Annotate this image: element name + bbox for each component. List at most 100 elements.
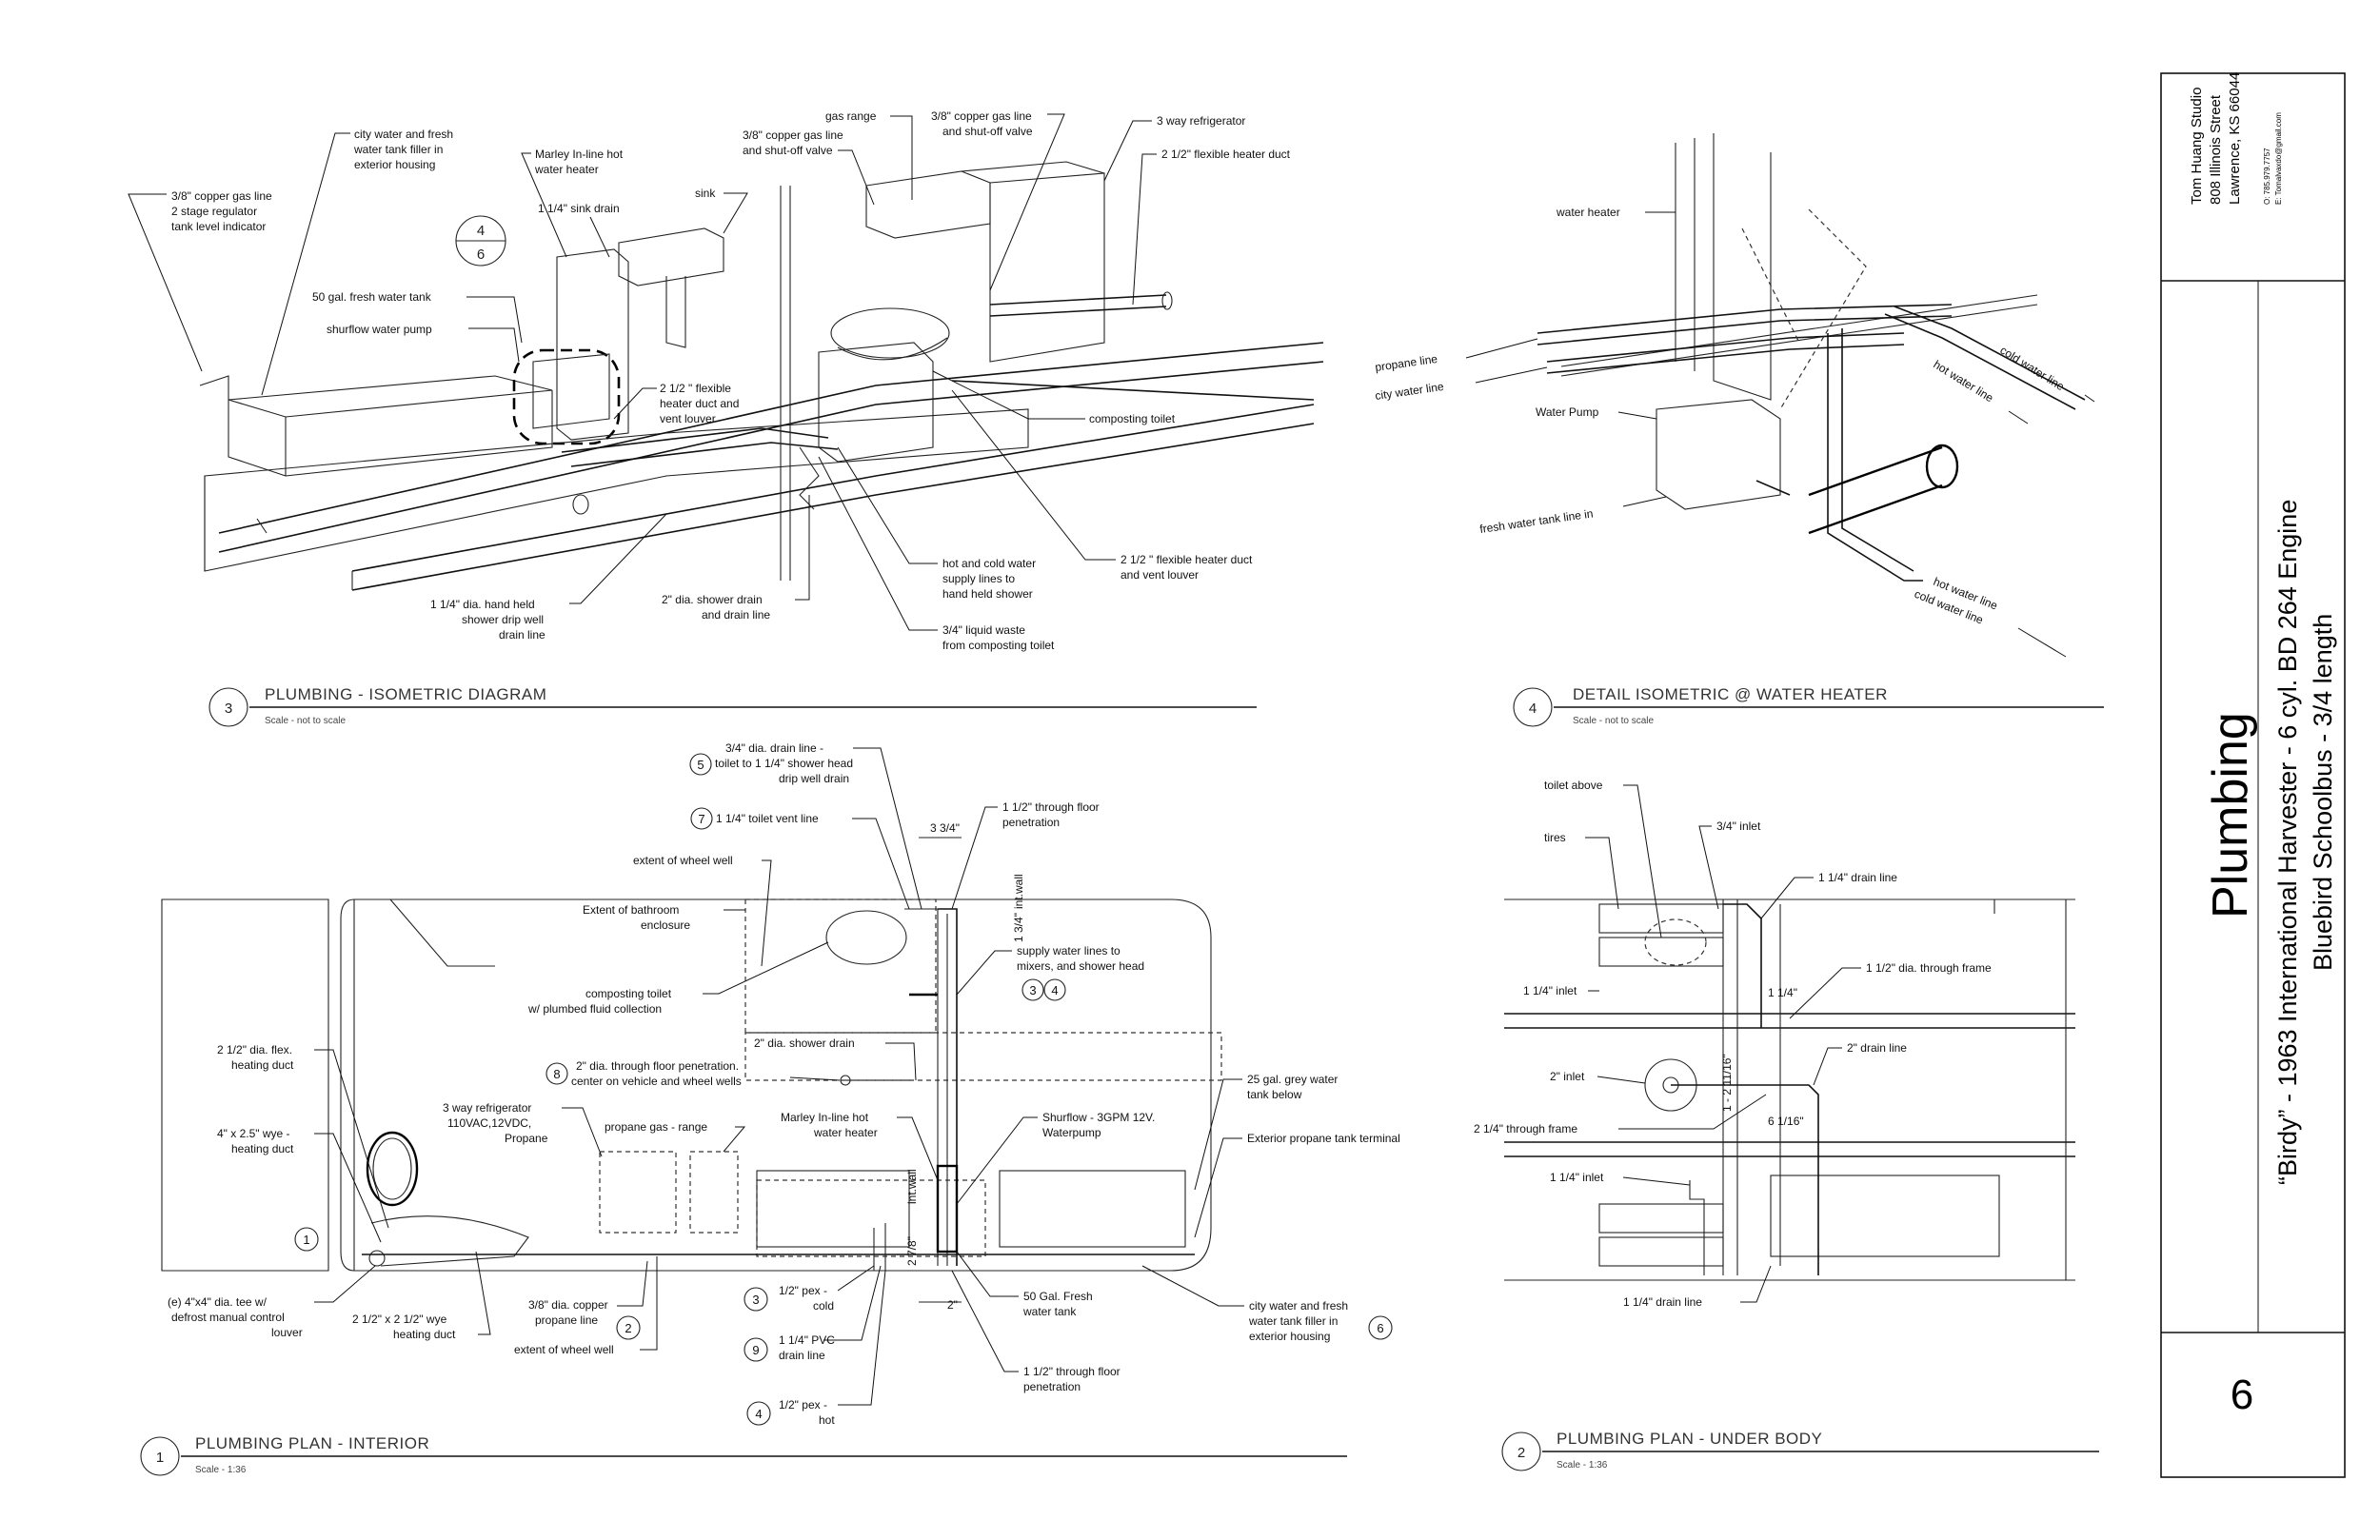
label-line: 2 1/2" x 2 1/2" wye — [352, 1313, 447, 1326]
view-title-3: 3 PLUMBING - ISOMETRIC DIAGRAM Scale - n… — [208, 685, 1257, 727]
leader — [128, 193, 203, 372]
dim-6116: 6 1/16" — [1768, 1115, 1804, 1128]
label-wye: 4" x 2.5" wye - heating duct — [217, 1127, 382, 1243]
chassis-rail-upper — [218, 342, 1324, 534]
label-ext-propane: Exterior propane tank terminal — [1247, 1132, 1400, 1145]
callout-text: 6 — [1377, 1321, 1383, 1335]
label-line: 1 1/2" through floor — [1002, 800, 1100, 814]
fresh-tank-side — [228, 400, 287, 477]
label-line: vent louver — [660, 412, 716, 425]
leader — [2008, 410, 2029, 424]
duct-end — [1161, 291, 1173, 310]
label-marley: Marley In-line hot water heater — [781, 1111, 939, 1181]
label-line: city water and fresh — [354, 128, 453, 141]
leader — [1585, 837, 1619, 910]
tee-fitting — [368, 1250, 386, 1267]
label-line: 3/8" copper gas line — [171, 189, 272, 203]
label-sink-drain: 1 1/4" sink drain — [538, 202, 620, 215]
label-inlet-34: 3/4" inlet — [1716, 819, 1761, 833]
label-line: louver — [271, 1326, 303, 1339]
tank-underbody — [1770, 1175, 2000, 1257]
callout-text: 4 — [755, 1407, 762, 1421]
callout-7 — [690, 807, 713, 830]
label-line: toilet to 1 1/4" shower head — [715, 757, 853, 770]
propane-pipe — [1537, 304, 1953, 334]
dim-1-34: 1 3/4" — [1012, 913, 1025, 942]
pipe-end — [572, 494, 589, 515]
label-line: 2 1/2" dia. flex. — [217, 1043, 292, 1056]
callout-bottom: 6 — [477, 247, 485, 263]
label-line: water heater — [534, 163, 599, 176]
label-flex-heat: 2 1/2" dia. flex. heating duct — [217, 1043, 389, 1229]
leader — [890, 115, 913, 200]
label-line: 1 1/2" through floor — [1023, 1365, 1121, 1378]
leader — [1618, 1094, 1767, 1130]
dim-334: 3 3/4" — [930, 821, 960, 835]
label-line: hot and cold water — [942, 557, 1036, 570]
label-wye-2: 2 1/2" x 2 1/2" wye heating duct — [352, 1251, 491, 1341]
wheel-well-bottom — [756, 1179, 986, 1257]
label-copper-valve-right: 3/8" copper gas line and shut-off valve — [931, 109, 1065, 291]
leader — [475, 1251, 491, 1335]
label-drain-2: 2" drain line — [1847, 1041, 1907, 1055]
leader — [951, 1270, 1019, 1372]
label-pex-cold: 1/2" pex - cold — [779, 1265, 875, 1313]
label-flex-duct-2: 2 1/2 " flexible heater duct and vent lo… — [951, 389, 1253, 582]
callout-6 — [1368, 1315, 1393, 1340]
label-propane: propane line — [1374, 352, 1438, 374]
label-line: penetration — [1023, 1380, 1081, 1393]
leader — [932, 370, 1085, 420]
label-line: drain line — [499, 628, 545, 642]
label-hand-held: 1 1/4" dia. hand held shower drip well d… — [430, 513, 667, 642]
fridge-box — [989, 172, 1105, 363]
label-line: Shurflow - 3GPM 12V. — [1042, 1111, 1155, 1124]
label-line: enclosure — [641, 918, 690, 932]
leader — [261, 132, 350, 396]
plumbing-wall — [938, 908, 958, 1266]
pump-plan — [936, 1164, 959, 1254]
callout-text: 5 — [697, 758, 704, 772]
cone-hidden — [1741, 227, 1800, 344]
drop-pipe-2 — [1841, 328, 1914, 572]
label-tee: (e) 4"x4" dia. tee w/ defrost manual con… — [168, 1265, 376, 1339]
leader — [1475, 366, 1548, 384]
label-line: 3/8" copper gas line — [931, 109, 1032, 123]
label-inlet-114: 1 1/4" inlet — [1523, 984, 1577, 997]
label-line: w/ plumbed fluid collection — [527, 1002, 662, 1016]
label-vent: 1 1/4" toilet vent line — [716, 812, 819, 825]
label-line: 3/4" liquid waste — [942, 623, 1025, 637]
chassis-rail-lower-2 — [351, 423, 1315, 591]
fresh-tank-top — [228, 375, 553, 418]
callout-text: 1 — [303, 1233, 309, 1247]
chassis-rail-upper-2 — [218, 361, 1324, 553]
label-hot-1: hot water line — [1931, 358, 1995, 405]
label-city: city water and fresh water tank filler i… — [1141, 1265, 1348, 1343]
leader — [1194, 1137, 1242, 1238]
body-front-curve — [340, 898, 355, 1272]
view-scale: Scale - not to scale — [265, 716, 346, 726]
label-line: 1 1/4" PVC — [779, 1333, 835, 1347]
view-number-bubble — [1513, 687, 1553, 727]
label-int-wall: int.wall — [1012, 874, 1025, 909]
leader — [789, 1076, 841, 1081]
sheet-number: 6 — [2231, 1372, 2253, 1418]
label-line: 1 1/4" dia. hand held — [430, 598, 535, 611]
leader — [956, 1116, 1038, 1205]
propane-pipe-2 — [1537, 315, 1953, 346]
view-title: PLUMBING PLAN - INTERIOR — [195, 1434, 429, 1452]
callout-3 — [744, 1287, 768, 1312]
label-frame-214: 2 1/4" through frame — [1474, 1122, 1577, 1135]
view-number: 2 — [1517, 1445, 1525, 1461]
leader — [761, 859, 772, 967]
heating-duct-ring — [366, 1131, 419, 1207]
label-inlet-2: 2" inlet — [1550, 1070, 1585, 1083]
label-line: water tank filler in — [353, 143, 443, 156]
label-line: drain line — [779, 1349, 825, 1362]
label-line: tank below — [1247, 1088, 1302, 1101]
leader — [1740, 1265, 1772, 1303]
callout-3a — [1021, 978, 1044, 1001]
filler-tube — [199, 375, 229, 400]
leader — [1132, 153, 1157, 306]
label-heater-duct: 2 1/2" flexible heater duct — [1161, 148, 1291, 161]
label-tires: tires — [1544, 831, 1566, 844]
